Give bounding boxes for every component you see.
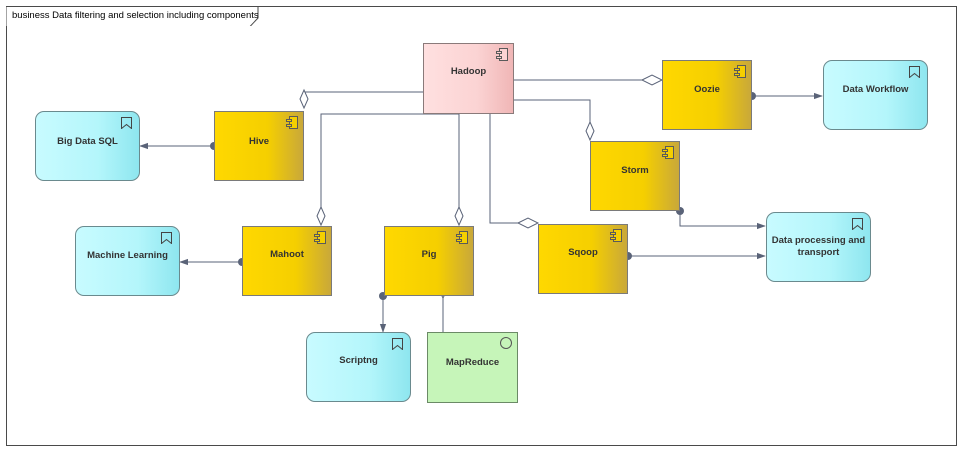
component-icon <box>286 116 298 129</box>
bookmark-icon <box>161 232 172 244</box>
machine-learning-label: Machine Learning <box>87 250 168 261</box>
component-icon <box>734 65 746 78</box>
diamond-sqoop <box>516 217 540 229</box>
storm-component[interactable]: Storm <box>590 141 680 211</box>
pig-component[interactable]: Pig <box>384 226 474 296</box>
data-processing-label: Data processing and transport <box>771 235 866 259</box>
component-icon <box>314 231 326 244</box>
data-workflow-service[interactable]: Data Workflow <box>823 60 928 130</box>
bookmark-icon <box>392 338 403 350</box>
connector-hadoop-sqoop <box>489 114 518 224</box>
diamond-mahoot <box>316 205 326 227</box>
pig-label: Pig <box>421 249 437 260</box>
diamond-oozie <box>640 74 664 86</box>
big-data-sql-label: Big Data SQL <box>57 136 118 147</box>
component-icon <box>610 229 622 242</box>
mapreduce-node[interactable]: MapReduce <box>427 332 518 403</box>
hive-component[interactable]: Hive <box>214 111 304 181</box>
diamond-pig <box>454 205 464 227</box>
circle-icon <box>500 337 512 349</box>
bookmark-icon <box>909 66 920 78</box>
bookmark-icon <box>852 218 863 230</box>
data-processing-service[interactable]: Data processing and transport <box>766 212 871 282</box>
machine-learning-service[interactable]: Machine Learning <box>75 226 180 296</box>
bookmark-icon <box>121 117 132 129</box>
connector-hadoop-hive <box>303 91 423 108</box>
diagram-frame <box>6 6 957 446</box>
diagram-title: business Data filtering and selection in… <box>12 10 259 21</box>
scripting-service[interactable]: Scriptng <box>306 332 411 402</box>
mahoot-label: Mahoot <box>270 249 304 260</box>
hadoop-component[interactable]: Hadoop <box>423 43 514 114</box>
connector-storm-dataprocessing <box>679 211 766 230</box>
component-icon <box>662 146 674 159</box>
sqoop-component[interactable]: Sqoop <box>538 224 628 294</box>
sqoop-label: Sqoop <box>568 247 598 258</box>
hive-label: Hive <box>248 136 270 147</box>
diamond-hive <box>299 88 309 110</box>
component-icon <box>496 48 508 61</box>
component-icon <box>456 231 468 244</box>
big-data-sql-service[interactable]: Big Data SQL <box>35 111 140 181</box>
connector-hadoop-mahoot <box>320 113 459 207</box>
hadoop-label: Hadoop <box>450 66 487 77</box>
storm-label: Storm <box>621 165 649 176</box>
diagram-title-tab <box>6 6 259 26</box>
diamond-storm <box>585 120 595 142</box>
scripting-label: Scriptng <box>339 355 378 366</box>
oozie-component[interactable]: Oozie <box>662 60 752 130</box>
mapreduce-label: MapReduce <box>445 357 500 368</box>
mahoot-component[interactable]: Mahoot <box>242 226 332 296</box>
oozie-label: Oozie <box>694 84 720 95</box>
data-workflow-label: Data Workflow <box>842 84 909 95</box>
connector-hadoop-storm <box>514 99 591 122</box>
